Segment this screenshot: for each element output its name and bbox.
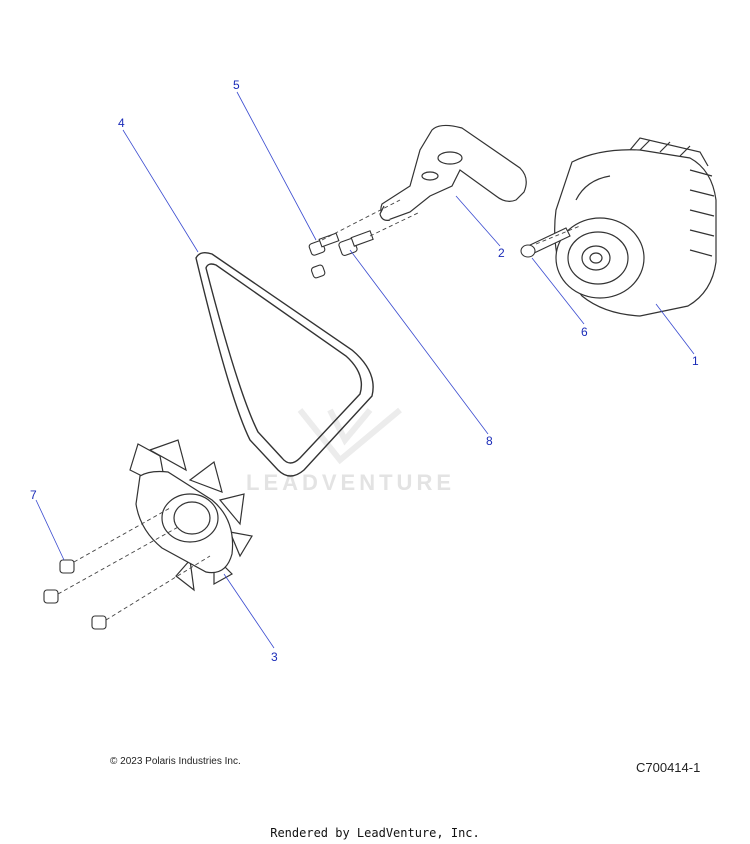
callout-1[interactable]: 1	[692, 354, 699, 368]
callout-8[interactable]: 8	[486, 434, 493, 448]
alignment-lines	[57, 199, 581, 621]
callout-2[interactable]: 2	[498, 246, 505, 260]
fan-bolts	[43, 559, 107, 630]
bracket-bolts	[308, 230, 374, 279]
diagram-code: C700414-1	[636, 760, 701, 775]
watermark-logo	[297, 407, 402, 465]
callout-7[interactable]: 7	[30, 488, 37, 502]
drive-belt	[195, 251, 374, 477]
alternator-bracket	[379, 124, 527, 221]
callout-4[interactable]: 4	[118, 116, 125, 130]
leader-lines	[35, 91, 695, 649]
watermark-text: LEADVENTURE	[246, 470, 456, 495]
alternator	[554, 137, 717, 317]
callout-5[interactable]: 5	[233, 78, 240, 92]
rendered-by-footer: Rendered by LeadVenture, Inc.	[270, 826, 480, 840]
callout-3[interactable]: 3	[271, 650, 278, 664]
cooling-fan	[129, 439, 253, 592]
callout-6[interactable]: 6	[581, 325, 588, 339]
alternator-mount-bolt	[520, 227, 571, 258]
copyright-notice: © 2023 Polaris Industries Inc.	[110, 756, 241, 767]
